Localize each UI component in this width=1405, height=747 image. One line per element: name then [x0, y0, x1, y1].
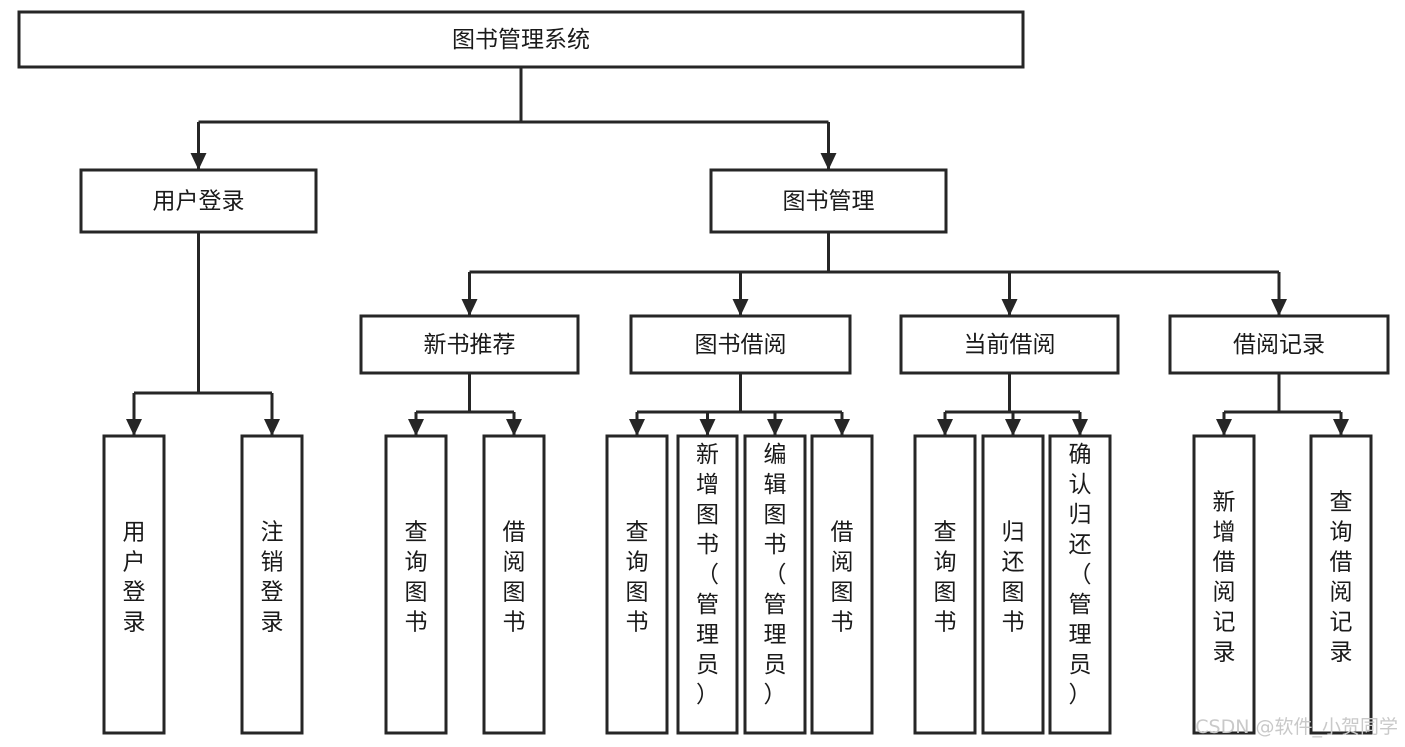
- node-label-leaf-borrow-book-recommend: 借阅图书: [503, 520, 526, 636]
- node-label-leaf-query-book-current: 查询图书: [934, 520, 957, 636]
- node-label-leaf-confirm-return-admin: 确认归还（管理员）: [1069, 442, 1092, 708]
- current-borrow-arrow-1: [1005, 419, 1021, 436]
- book-borrow-arrow-3: [834, 419, 850, 436]
- borrow-record-arrow-1: [1333, 419, 1349, 436]
- node-box-new-book-recommend: [359, 314, 580, 375]
- node-current-borrow[interactable]: 当前借阅: [899, 314, 1120, 375]
- node-label-book-manage: 图书管理: [783, 189, 875, 215]
- node-label-leaf-add-book-admin: 新增图书（管理员）: [696, 442, 719, 708]
- node-label-borrow-record: 借阅记录: [1233, 332, 1325, 358]
- node-user-login[interactable]: 用户登录: [79, 168, 318, 234]
- node-label-user-login: 用户登录: [153, 189, 245, 215]
- node-box-leaf-edit-book-admin: [743, 434, 807, 735]
- new-book-recommend-arrow-0: [408, 419, 424, 436]
- node-box-leaf-user-login: [102, 434, 166, 735]
- csdn-watermark: CSDN @软件_小贺同学: [1195, 716, 1398, 738]
- root-arrow-1: [820, 153, 837, 170]
- user-login-arrow-1: [264, 419, 280, 436]
- node-label-leaf-query-borrow-record: 查询借阅记录: [1330, 490, 1353, 666]
- new-book-recommend-arrow-1: [506, 419, 522, 436]
- book-borrow-arrow-0: [629, 419, 645, 436]
- node-leaf-add-borrow-record[interactable]: 新增借阅记录: [1192, 434, 1256, 735]
- node-borrow-record[interactable]: 借阅记录: [1168, 314, 1390, 375]
- node-leaf-query-book-recommend[interactable]: 查询图书: [384, 434, 448, 735]
- node-book-manage[interactable]: 图书管理: [709, 168, 948, 234]
- node-box-book-manage: [709, 168, 948, 234]
- node-leaf-query-borrow-record[interactable]: 查询借阅记录: [1309, 434, 1373, 735]
- node-label-leaf-return-book: 归还图书: [1002, 520, 1025, 636]
- current-borrow-arrow-0: [937, 419, 953, 436]
- node-box-book-borrow: [629, 314, 852, 375]
- node-box-leaf-query-borrow-record: [1309, 434, 1373, 735]
- node-box-user-login: [79, 168, 318, 234]
- node-leaf-query-book-borrow[interactable]: 查询图书: [605, 434, 669, 735]
- node-box-leaf-confirm-return-admin: [1048, 434, 1112, 735]
- node-leaf-return-book[interactable]: 归还图书: [981, 434, 1045, 735]
- node-label-leaf-query-book-recommend: 查询图书: [405, 520, 428, 636]
- node-leaf-query-book-current[interactable]: 查询图书: [913, 434, 977, 735]
- book-manage-arrow-3: [1271, 299, 1287, 316]
- book-borrow-arrow-1: [699, 419, 716, 436]
- node-box-leaf-borrow-book: [810, 434, 874, 735]
- node-box-current-borrow: [899, 314, 1120, 375]
- node-label-current-borrow: 当前借阅: [964, 332, 1056, 358]
- node-leaf-borrow-book[interactable]: 借阅图书: [810, 434, 874, 735]
- node-label-leaf-borrow-book: 借阅图书: [831, 520, 854, 636]
- node-label-leaf-logout-login: 注销登录: [261, 520, 284, 636]
- node-label-leaf-query-book-borrow: 查询图书: [626, 520, 649, 636]
- node-box-leaf-query-book-recommend: [384, 434, 448, 735]
- node-label-leaf-add-borrow-record: 新增借阅记录: [1213, 490, 1236, 666]
- node-label-book-borrow: 图书借阅: [695, 332, 787, 358]
- node-leaf-logout-login[interactable]: 注销登录: [240, 434, 304, 735]
- node-leaf-confirm-return-admin[interactable]: 确认归还（管理员）: [1048, 434, 1112, 735]
- node-root[interactable]: 图书管理系统: [17, 10, 1025, 69]
- node-label-new-book-recommend: 新书推荐: [424, 332, 516, 358]
- node-label-leaf-edit-book-admin: 编辑图书（管理员）: [764, 442, 787, 708]
- current-borrow-arrow-2: [1072, 419, 1088, 436]
- node-leaf-borrow-book-recommend[interactable]: 借阅图书: [482, 434, 546, 735]
- node-box-leaf-logout-login: [240, 434, 304, 735]
- node-book-borrow[interactable]: 图书借阅: [629, 314, 852, 375]
- node-leaf-edit-book-admin[interactable]: 编辑图书（管理员）: [743, 434, 807, 735]
- node-box-leaf-borrow-book-recommend: [482, 434, 546, 735]
- node-leaf-add-book-admin[interactable]: 新增图书（管理员）: [676, 434, 739, 735]
- node-leaf-user-login[interactable]: 用户登录: [102, 434, 166, 735]
- node-box-leaf-add-book-admin: [676, 434, 739, 735]
- node-box-leaf-return-book: [981, 434, 1045, 735]
- node-label-leaf-user-login: 用户登录: [123, 520, 146, 636]
- node-new-book-recommend[interactable]: 新书推荐: [359, 314, 580, 375]
- root-arrow-0: [190, 153, 207, 170]
- node-box-borrow-record: [1168, 314, 1390, 375]
- node-box-leaf-add-borrow-record: [1192, 434, 1256, 735]
- borrow-record-arrow-0: [1216, 419, 1232, 436]
- diagram-nodes-layer: 图书管理系统用户登录图书管理新书推荐图书借阅当前借阅借阅记录用户登录注销登录查询…: [17, 10, 1390, 735]
- user-login-arrow-0: [126, 419, 142, 436]
- node-box-root: [17, 10, 1025, 69]
- node-label-root: 图书管理系统: [452, 27, 590, 53]
- book-manage-arrow-1: [732, 299, 749, 316]
- node-box-leaf-query-book-borrow: [605, 434, 669, 735]
- book-borrow-arrow-2: [767, 419, 783, 436]
- book-manage-arrow-0: [461, 299, 478, 316]
- book-manage-arrow-2: [1001, 299, 1018, 316]
- node-box-leaf-query-book-current: [913, 434, 977, 735]
- connector-lines-layer: [126, 67, 1349, 436]
